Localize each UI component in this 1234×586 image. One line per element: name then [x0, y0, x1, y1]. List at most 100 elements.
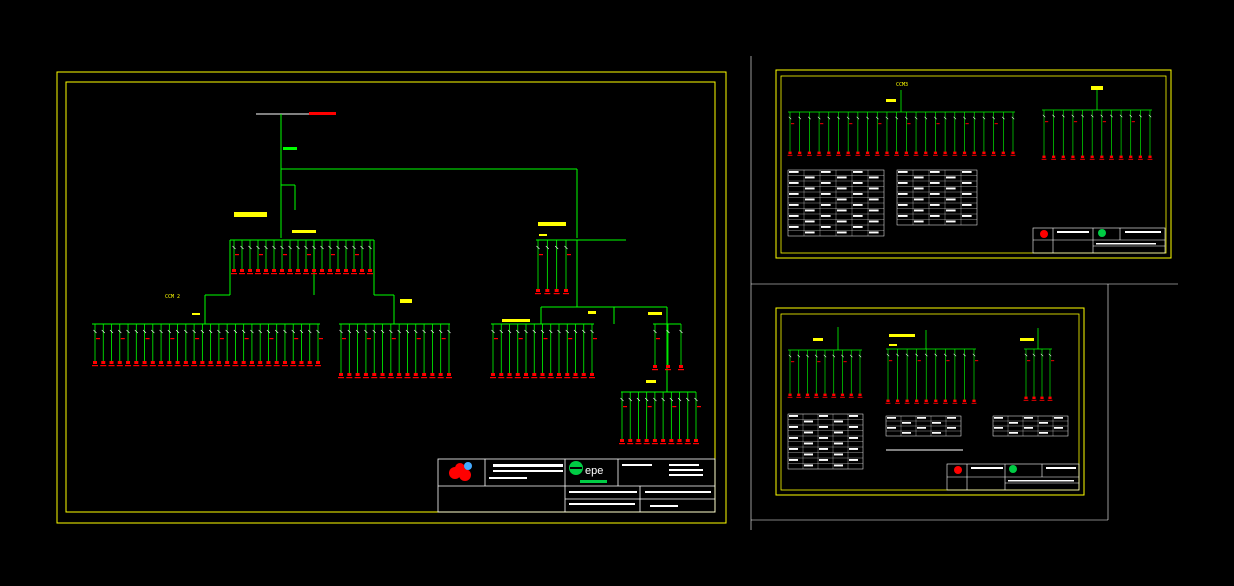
feeder-circuit — [904, 349, 910, 404]
feeder-circuit — [885, 349, 893, 404]
sheet-main-outer-frame — [56, 71, 727, 524]
feeder-circuit — [404, 324, 411, 379]
sheet-main: CCM 2 — [56, 71, 727, 524]
feeder-circuit — [676, 392, 683, 445]
feeder-circuit — [379, 324, 386, 379]
feeder-circuit — [531, 324, 538, 379]
feeder-circuit — [327, 240, 335, 275]
feeder-circuit — [199, 324, 206, 367]
busbar-tr-right — [1041, 90, 1153, 160]
feeder-circuit — [125, 324, 132, 367]
feeder-circuit — [182, 324, 189, 367]
feeder-circuit — [303, 240, 311, 275]
feeder-circuit — [660, 392, 667, 445]
feeder-circuit — [240, 324, 249, 367]
feeder-circuit — [1137, 110, 1143, 160]
feeder-circuit — [232, 324, 239, 367]
data-tables-tr — [787, 169, 978, 237]
feeder-circuit — [437, 324, 446, 379]
feeder-circuit — [933, 349, 939, 404]
feeder-circuit — [665, 324, 671, 371]
feeder-circuit — [547, 324, 554, 379]
feeder-circuit — [191, 324, 200, 367]
feeder-circuit — [563, 240, 571, 295]
feeder-circuit — [290, 324, 299, 367]
data-table — [787, 413, 864, 470]
busbar-ccm-central — [204, 239, 395, 324]
busbar-br-2 — [885, 330, 979, 404]
feeder-circuit — [962, 112, 969, 156]
feeder-circuit — [141, 324, 150, 367]
feeder-circuit — [263, 240, 269, 275]
feeder-circuit — [903, 112, 911, 156]
sheet-main-inner-frame — [65, 81, 716, 513]
feeder-circuit — [942, 349, 950, 404]
feeder-circuit — [865, 112, 870, 156]
annotation-tag — [292, 230, 316, 233]
ccm-left-label: CCM 2 — [165, 294, 180, 300]
title-block-br — [946, 463, 1080, 491]
feeder-circuit — [1070, 110, 1078, 160]
feeder-circuit — [174, 324, 181, 367]
feeder-circuit — [335, 240, 341, 275]
feeder-circuit — [315, 324, 323, 367]
annotation-tag — [400, 299, 412, 303]
feeder-circuit — [506, 324, 513, 379]
feeder-circuit — [281, 324, 288, 367]
feeder-circuit — [1147, 110, 1153, 160]
feeder-circuit — [914, 349, 921, 404]
feeder-circuit — [247, 240, 253, 275]
annotation-tag — [502, 319, 530, 322]
feeder-circuit — [421, 324, 428, 379]
feeder-circuit — [1128, 110, 1135, 160]
busbar-ccm-right-mid — [490, 323, 597, 379]
feeder-circuit — [1023, 349, 1031, 401]
feeder-circuit — [133, 324, 140, 367]
feeder-circuit — [523, 324, 529, 379]
annotation-tag — [192, 313, 200, 315]
annotation-tag — [1020, 338, 1034, 341]
sheet-tr-outer-frame — [775, 69, 1172, 259]
feeder-circuit — [362, 324, 371, 379]
sheet-br-inner-frame — [780, 313, 1080, 491]
feeder-circuit — [895, 349, 900, 404]
feeder-circuit — [836, 112, 841, 156]
feeder-circuit — [273, 324, 280, 367]
title-block-main — [437, 458, 716, 513]
feeder-circuit — [239, 240, 245, 275]
annotation-tag — [538, 222, 566, 226]
busbar-br-1 — [787, 327, 863, 398]
feeder-circuit — [1109, 110, 1114, 160]
sheet-bottom-right — [775, 307, 1085, 496]
feeder-circuit — [490, 324, 498, 379]
feeder-circuit — [108, 324, 115, 367]
annotation-tag — [588, 311, 596, 314]
annotation-tag — [1091, 86, 1103, 90]
feeder-circuit — [1080, 110, 1085, 160]
feeder-circuit — [354, 324, 361, 379]
busbar-tr-left — [787, 90, 1016, 156]
data-table — [787, 169, 885, 237]
feeder-circuit — [971, 112, 977, 156]
feeder-circuit — [826, 112, 832, 156]
feeder-circuit — [158, 324, 165, 367]
feeder-circuit — [627, 392, 634, 445]
feeder-circuit — [933, 112, 940, 156]
feeder-circuit — [884, 112, 890, 156]
feeder-circuit — [367, 240, 373, 275]
feeder-circuit — [797, 112, 803, 156]
annotation-tag — [889, 334, 915, 337]
busbar-ccm-left — [92, 323, 323, 367]
feeder-circuit — [787, 350, 795, 398]
feeder-circuit — [396, 324, 403, 379]
feeder-circuit — [952, 349, 958, 404]
feeder-circuit — [319, 240, 325, 275]
feeder-circuit — [149, 324, 156, 367]
annotation-tag — [646, 380, 656, 383]
feeder-circuit — [805, 350, 810, 398]
feeder-circuit — [359, 240, 365, 275]
feeder-circuit — [116, 324, 125, 367]
feeder-circuit — [619, 392, 627, 445]
feeder-circuit — [514, 324, 523, 379]
feeder-circuit — [387, 324, 396, 379]
